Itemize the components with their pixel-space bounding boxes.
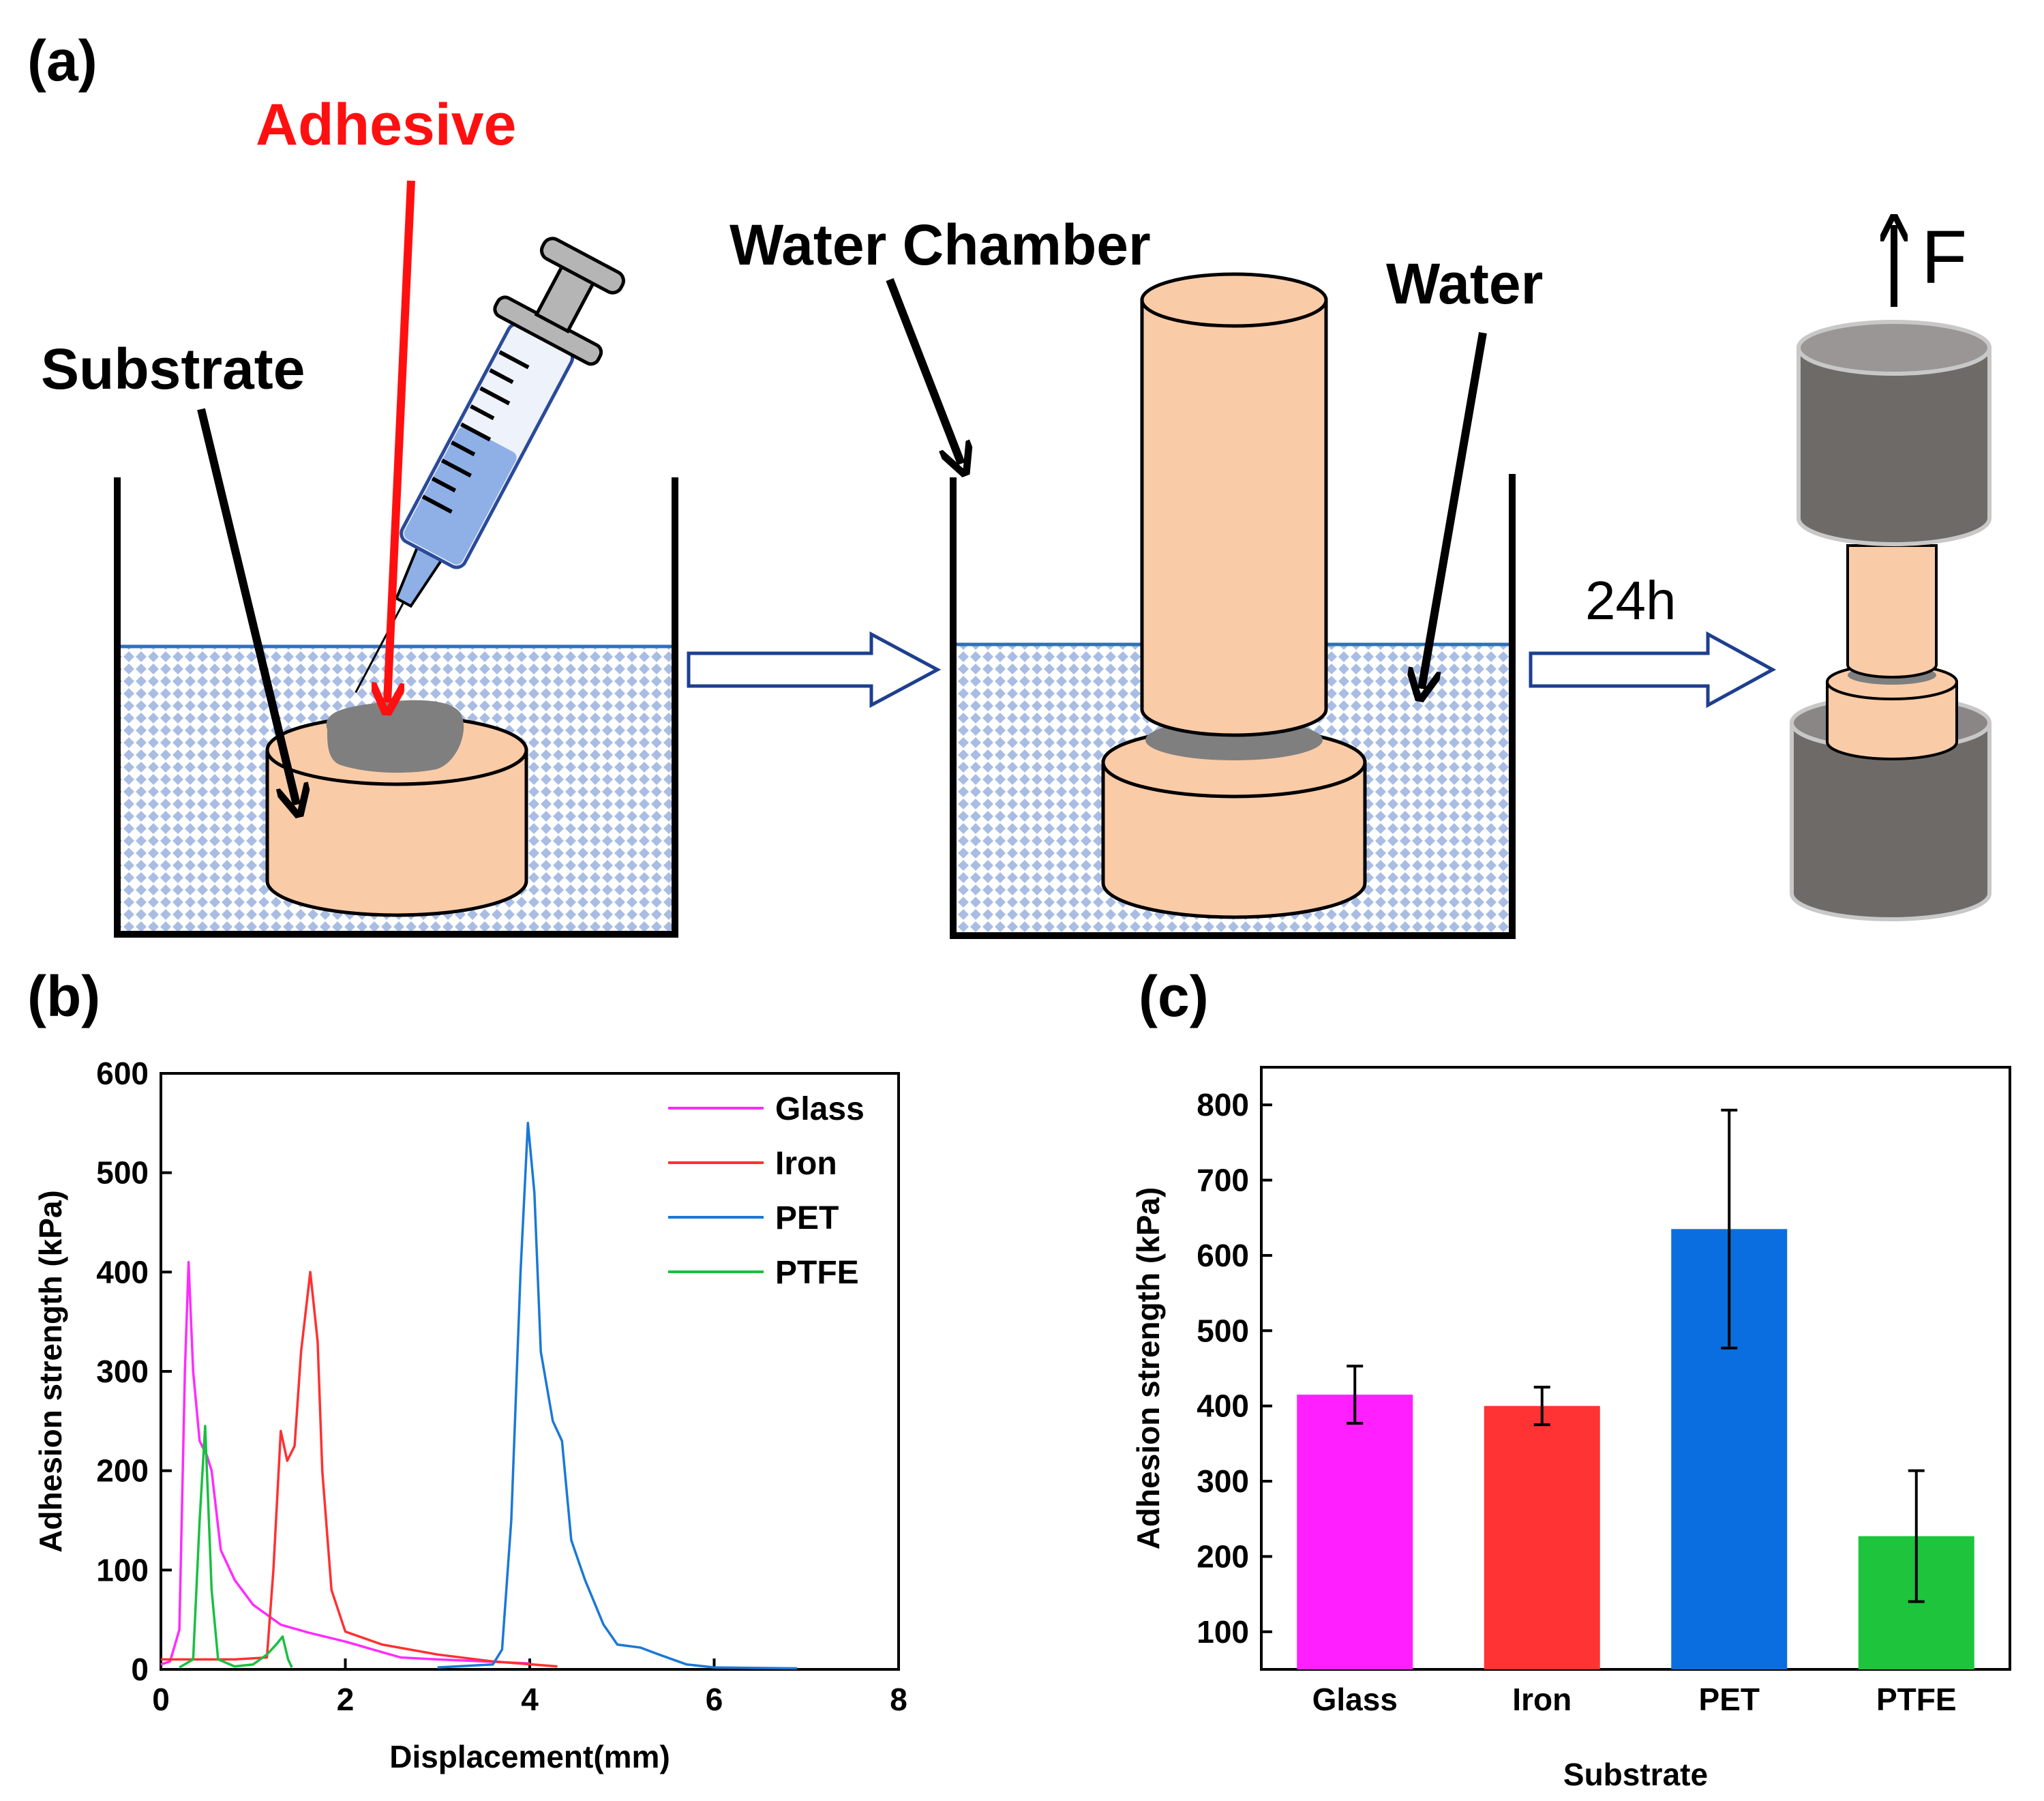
x-tick-label: 0 bbox=[152, 1682, 170, 1717]
bar-iron bbox=[1484, 1405, 1600, 1669]
upper-substrate-cylinder bbox=[1140, 272, 1328, 737]
legend-label-pet: PET bbox=[775, 1200, 839, 1236]
process-arrow-2 bbox=[1529, 631, 1777, 709]
y-tick-label: 300 bbox=[1197, 1463, 1249, 1499]
water-chamber-arrow bbox=[886, 278, 961, 464]
substrate-arrow bbox=[197, 408, 297, 805]
substrate-label: Substrate bbox=[41, 337, 305, 401]
category-label-pet: PET bbox=[1699, 1682, 1760, 1717]
bar-chart-plot-area bbox=[1260, 1066, 2011, 1671]
panel-label-a: (a) bbox=[27, 29, 97, 93]
adhesive-label: Adhesive bbox=[256, 92, 516, 158]
water-label: Water bbox=[1386, 252, 1543, 316]
y-tick-label: 500 bbox=[1197, 1313, 1249, 1348]
line-chart-y-axis-label: Adhesion strength (kPa) bbox=[33, 1190, 68, 1553]
series-line-iron bbox=[161, 1270, 558, 1668]
time-label: 24h bbox=[1585, 570, 1676, 631]
x-tick-label: 8 bbox=[890, 1682, 907, 1717]
adhesive-blob bbox=[326, 700, 464, 773]
category-label-glass: Glass bbox=[1312, 1682, 1398, 1717]
process-arrow-1 bbox=[687, 631, 942, 709]
legend-label-glass: Glass bbox=[775, 1091, 865, 1127]
panel-label-c: (c) bbox=[1139, 964, 1209, 1028]
y-tick-label: 0 bbox=[131, 1652, 149, 1687]
y-tick-label: 200 bbox=[96, 1453, 149, 1489]
y-tick-label: 500 bbox=[96, 1155, 149, 1191]
y-tick-label: 300 bbox=[96, 1354, 149, 1389]
x-tick-label: 2 bbox=[337, 1682, 355, 1717]
bar-chart-y-axis-label: Adhesion strength (kPa) bbox=[1130, 1187, 1166, 1550]
category-label-iron: Iron bbox=[1512, 1682, 1572, 1717]
y-tick-label: 600 bbox=[96, 1056, 149, 1091]
y-tick-label: 200 bbox=[1197, 1538, 1249, 1574]
x-tick-label: 4 bbox=[521, 1682, 539, 1717]
series-line-pet bbox=[437, 1122, 798, 1670]
y-tick-label: 400 bbox=[96, 1254, 149, 1290]
y-tick-label: 600 bbox=[1197, 1238, 1249, 1273]
y-tick-label: 700 bbox=[1197, 1163, 1249, 1198]
water-chamber-label: Water Chamber bbox=[730, 213, 1151, 277]
legend-label-iron: Iron bbox=[775, 1146, 837, 1182]
line-chart-x-axis-label: Displacement(mm) bbox=[389, 1739, 670, 1774]
y-tick-label: 400 bbox=[1197, 1388, 1249, 1424]
water-arrow bbox=[1422, 331, 1487, 689]
y-tick-label: 100 bbox=[96, 1552, 149, 1588]
syringe-icon bbox=[355, 237, 625, 694]
bar-glass bbox=[1297, 1395, 1413, 1669]
y-tick-label: 800 bbox=[1197, 1087, 1249, 1122]
adhesive-arrow bbox=[387, 180, 415, 702]
series-line-ptfe bbox=[179, 1425, 293, 1669]
x-tick-label: 6 bbox=[706, 1682, 723, 1717]
tensile-fixture bbox=[1790, 320, 1992, 921]
y-tick-label: 100 bbox=[1197, 1614, 1249, 1650]
category-label-ptfe: PTFE bbox=[1876, 1682, 1957, 1717]
bar-chart-x-axis-label: Substrate bbox=[1563, 1757, 1708, 1792]
panel-label-b: (b) bbox=[27, 964, 100, 1028]
force-label: F bbox=[1921, 215, 1967, 299]
series-line-glass bbox=[160, 1261, 530, 1666]
legend-label-ptfe: PTFE bbox=[775, 1255, 859, 1291]
